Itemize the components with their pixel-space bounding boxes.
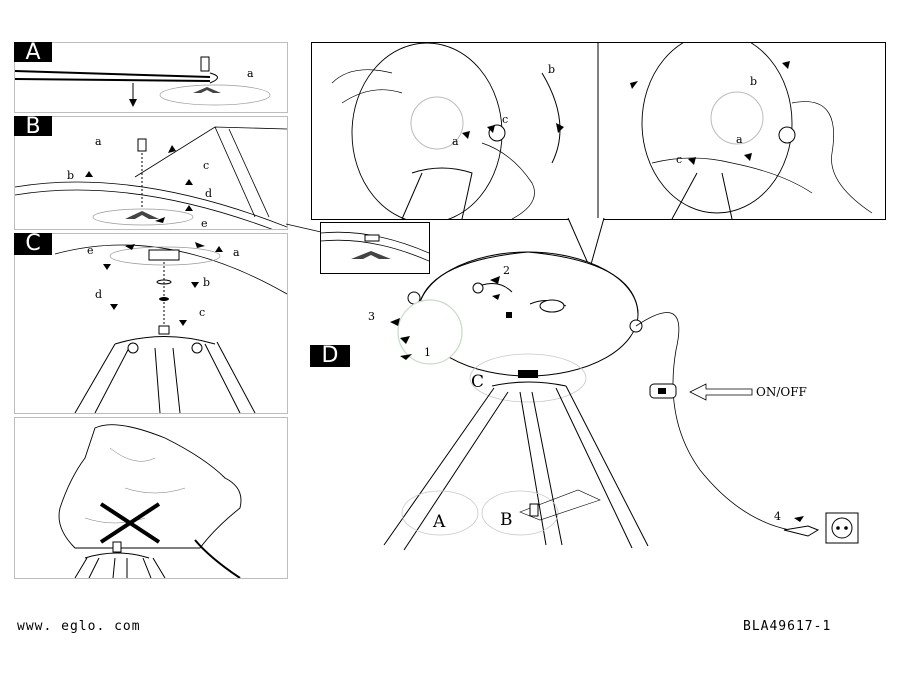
step-b-illustration [15,126,287,229]
step-b-label-c: c [203,159,210,172]
step-b-panel: a b c d e [14,116,288,230]
step-d-ref-a: A [433,512,446,532]
detail-right-label-c: c [676,153,683,166]
step-b-label-e: e [201,217,208,230]
no-cover-warning-illustration [58,424,242,578]
detail-left-label-b: b [548,63,556,76]
detail-left-label-a: a [452,135,459,148]
detail-right-label-b: b [750,75,758,88]
step-c-label-d: d [95,288,103,301]
step-c-badge: C [14,233,52,255]
step-d-callout-4: 4 [774,510,781,523]
step-d-ref-b: B [500,510,513,530]
step-b-badge: B [14,116,52,138]
footer-document-code: BLA49617-1 [743,619,832,634]
detail-callout-frame: b c a b a c [311,42,886,220]
on-off-switch-label: ON/OFF [756,385,807,399]
detail-callout-illustration [331,43,873,219]
footer-website[interactable]: www. eglo. com [17,619,141,634]
inset-detail-frame [320,222,430,274]
step-a-badge: A [14,42,52,64]
warning-panel [14,417,288,579]
step-a-panel: a [14,42,288,113]
step-c-label-b: b [203,276,211,289]
step-b-label-a: a [95,135,102,148]
step-c-label-c: c [199,306,206,319]
detail-right-label-a: a [736,133,743,146]
step-c-illustration [54,242,287,413]
step-c-label-e: e [87,244,94,257]
step-d-callout-1: 1 [424,346,431,359]
step-d-ref-c: C [471,372,485,392]
step-d-callout-2: 2 [503,264,510,277]
step-a-label-a: a [247,67,254,80]
step-d-badge: D [310,345,350,367]
step-a-illustration [15,56,271,107]
step-b-label-b: b [67,169,75,182]
step-c-panel: e a b d c [14,233,288,414]
step-b-label-d: d [205,187,213,200]
inset-detail-illustration [321,231,429,262]
step-c-label-a: a [233,246,240,259]
detail-left-label-c: c [502,113,509,126]
step-d-callout-3: 3 [368,310,375,323]
